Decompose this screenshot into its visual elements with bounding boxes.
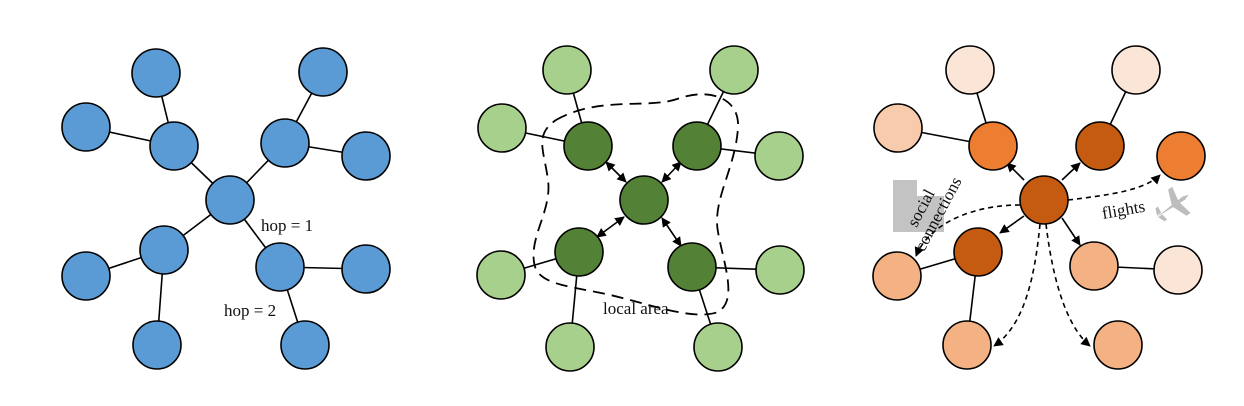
local-node [667, 242, 717, 292]
hop2-node [341, 244, 391, 294]
panel2-arrows [596, 161, 682, 247]
outer-node [1111, 45, 1161, 95]
flight-link-arrow [1045, 223, 1091, 347]
hop2-node [280, 320, 330, 370]
panel3-dashed-arrows [914, 174, 1161, 347]
hop2-node [298, 47, 348, 97]
outer-node [945, 45, 995, 95]
flight-link-arrow [993, 223, 1041, 347]
panel3-arrows [999, 162, 1081, 246]
building-icon [893, 180, 944, 232]
center-node [205, 175, 255, 225]
local-node [563, 121, 613, 171]
local-area-boundary [532, 93, 739, 316]
hop2-node [131, 48, 181, 98]
social-target-node [872, 251, 922, 301]
neighbor-node [1069, 241, 1119, 291]
outer-node [754, 131, 804, 181]
center-node [619, 175, 669, 225]
outer-node [693, 322, 743, 372]
center-node [1019, 175, 1069, 225]
neighbor-node [1075, 121, 1125, 171]
hop1-label: hop = 1 [261, 216, 313, 235]
hop2-node [61, 251, 111, 301]
hop2-node [341, 131, 391, 181]
neighbor-node [968, 121, 1018, 171]
flight-target-node [942, 320, 992, 370]
local-node [672, 121, 722, 171]
panel2-nodes [476, 45, 805, 372]
outer-node [476, 250, 526, 300]
hop2-node [132, 320, 182, 370]
outer-node [873, 103, 923, 153]
hop2-node [61, 102, 111, 152]
panel1-nodes [61, 47, 391, 370]
outer-node [477, 103, 527, 153]
outer-node [755, 245, 805, 295]
local-area-label: local area [603, 299, 669, 318]
outer-node [1153, 245, 1203, 295]
hop1-node [260, 118, 310, 168]
local-node [554, 227, 604, 277]
hop1-node [139, 225, 189, 275]
flight-link-arrow [1067, 174, 1161, 201]
panel-local-area: local area [476, 45, 805, 372]
airplane-icon [1155, 186, 1191, 222]
outer-node [545, 322, 595, 372]
panel3-nodes [872, 45, 1206, 370]
flight-target-node [1093, 320, 1143, 370]
flights-label: flights [1100, 197, 1146, 223]
outer-node [542, 45, 592, 95]
hop1-node [255, 242, 305, 292]
social-link-arrow [914, 204, 1021, 257]
neighbor-node [953, 227, 1003, 277]
flight-target-node [1156, 131, 1206, 181]
outer-node [709, 45, 759, 95]
hop1-node [149, 121, 199, 171]
panel-hop-graph: hop = 1 hop = 2 [61, 47, 391, 370]
panel-social-flights: social connections flights [872, 45, 1206, 370]
hop2-label: hop = 2 [224, 301, 276, 320]
